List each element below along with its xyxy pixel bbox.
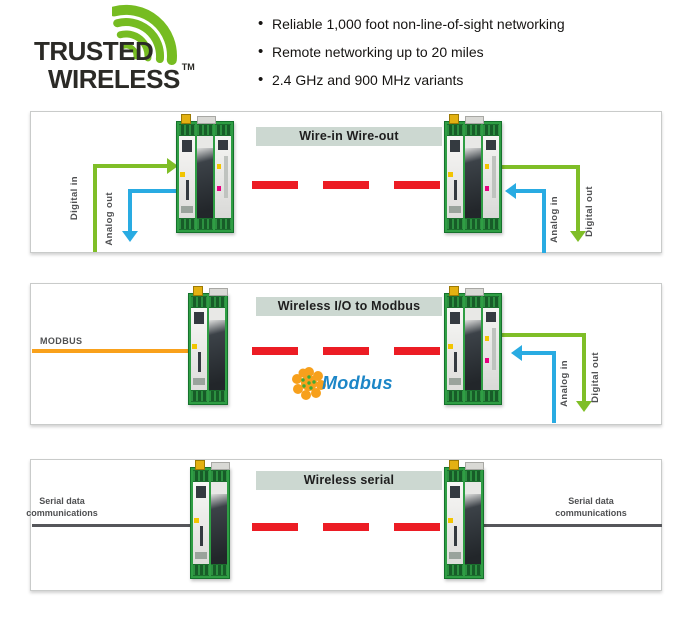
wireless-serial-module-device [444, 460, 484, 579]
serial-line [32, 524, 190, 527]
modbus-bus-label: MODBUS [40, 336, 83, 346]
analog-out-arrowhead-icon [122, 231, 138, 242]
din-module [447, 124, 463, 230]
trademark-symbol: TM [181, 62, 195, 72]
analog-in-arrowhead-icon [511, 345, 522, 361]
digital-out-label: Digital out [590, 352, 601, 403]
din-module [465, 124, 481, 230]
analog-in-label: Analog in [559, 360, 570, 407]
din-module [483, 124, 499, 230]
digital-out-line [502, 165, 580, 169]
wireless-io-module-device [444, 286, 502, 405]
panel-title: Wireless serial [256, 471, 442, 490]
serial-label-line: communications [26, 507, 98, 518]
analog-in-line [552, 351, 556, 423]
bullet-item: Remote networking up to 20 miles [256, 38, 565, 66]
digital-in-line [93, 164, 97, 252]
din-module [211, 470, 227, 576]
bullet-item: 2.4 GHz and 900 MHz variants [256, 66, 565, 94]
logo-text-trusted: TRUSTED [34, 36, 154, 66]
digital-out-arrowhead-icon [570, 231, 586, 242]
analog-in-line [522, 351, 552, 355]
serial-line [484, 524, 662, 527]
wireless-link-dashed-line [252, 523, 440, 531]
din-module [465, 470, 481, 576]
feature-bullet-list: Reliable 1,000 foot non-line-of-sight ne… [256, 10, 565, 94]
serial-label-line: communications [555, 507, 627, 518]
analog-in-arrowhead-icon [505, 183, 516, 199]
din-module [191, 296, 207, 402]
digital-in-label: Digital in [69, 176, 80, 221]
logo-wireless-word: WIRELESS [48, 64, 180, 94]
panel-title: Wire-in Wire-out [256, 127, 442, 146]
din-module [209, 296, 225, 402]
wireless-io-module-device [176, 114, 234, 233]
wireless-modbus-module-device [188, 286, 228, 405]
wireless-serial-module-device [190, 460, 230, 579]
digital-in-line [93, 164, 167, 168]
din-module [483, 296, 499, 402]
serial-label-line: Serial data [568, 496, 614, 506]
analog-out-line [128, 189, 132, 231]
digital-out-arrowhead-icon [576, 401, 592, 412]
din-module [215, 124, 231, 230]
wireless-link-dashed-line [252, 181, 440, 189]
analog-in-label: Analog in [549, 196, 560, 243]
serial-data-label: Serial data communications [14, 496, 110, 519]
bullet-item: Reliable 1,000 foot non-line-of-sight ne… [256, 10, 565, 38]
modbus-flower-icon [292, 367, 326, 400]
wireless-signal-arcs-icon [112, 4, 177, 65]
modbus-bus-line [32, 349, 188, 353]
modbus-logo: Modbus [290, 364, 393, 402]
din-module [179, 124, 195, 230]
digital-out-line [502, 333, 586, 337]
digital-out-line [576, 165, 580, 231]
analog-in-line [516, 189, 546, 193]
digital-in-arrowhead-icon [167, 158, 178, 174]
din-module [193, 470, 209, 576]
din-module [465, 296, 481, 402]
din-module [197, 124, 213, 230]
serial-label-line: Serial data [39, 496, 85, 506]
digital-out-line [582, 333, 586, 401]
modbus-logo-text: Modbus [322, 372, 393, 393]
analog-out-label: Analog out [104, 192, 115, 246]
analog-out-line [128, 189, 176, 193]
wireless-io-module-device [444, 114, 502, 233]
digital-out-label: Digital out [584, 186, 595, 237]
wireless-link-dashed-line [252, 347, 440, 355]
din-module [447, 470, 463, 576]
analog-in-line [542, 189, 546, 253]
din-module [447, 296, 463, 402]
serial-data-label: Serial data communications [536, 496, 646, 519]
panel-title: Wireless I/O to Modbus [256, 297, 442, 316]
